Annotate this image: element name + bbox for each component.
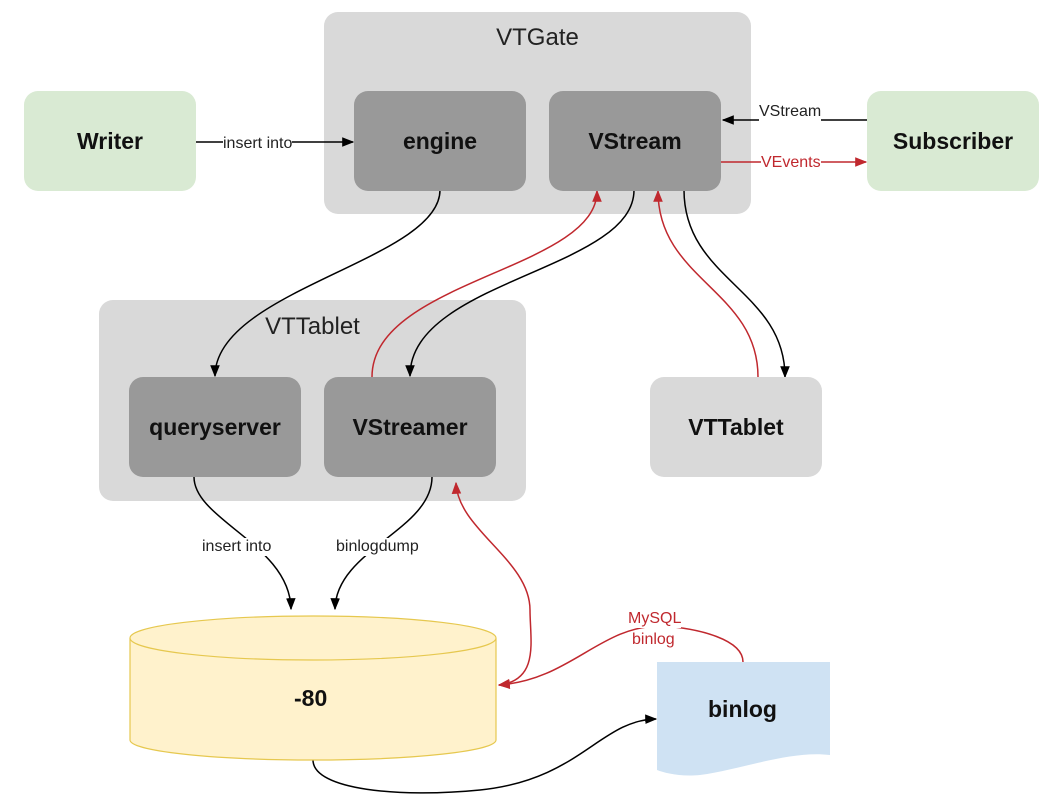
edge-label-mysql-binlog: binlog <box>632 631 675 649</box>
writer-node[interactable]: Writer <box>24 91 196 191</box>
edge-label-writer-insert: insert into <box>223 135 293 153</box>
subscriber-node[interactable]: Subscriber <box>867 91 1039 191</box>
edge-vstream-vstreamer <box>405 189 635 378</box>
binlog-label: binlog <box>708 696 777 722</box>
engine-node[interactable]: engine <box>354 91 526 191</box>
edge-label-mysql: MySQL <box>628 610 682 628</box>
edge-label-vstream-request: VStream <box>759 103 822 121</box>
shard-database <box>129 615 497 761</box>
queryserver-node[interactable]: queryserver <box>129 377 301 477</box>
edge-shard-binlog <box>312 714 658 794</box>
edge-vttablet-vstream <box>653 189 759 378</box>
vtgate-title: VTGate <box>496 24 579 51</box>
vstreamer-node[interactable]: VStreamer <box>324 377 496 477</box>
edge-shard-vstreamer <box>451 481 532 689</box>
binlog-document <box>657 662 830 776</box>
edge-label-vevents: VEvents <box>761 154 821 172</box>
vttablet-node[interactable]: VTTablet <box>650 377 822 477</box>
edge-engine-queryserver <box>210 189 441 378</box>
edge-label-queryserver-insert: insert into <box>202 538 272 556</box>
edge-label-binlogdump: binlogdump <box>336 538 419 556</box>
edge-vstream-vttablet <box>683 189 790 379</box>
vstream-node[interactable]: VStream <box>549 91 721 191</box>
shard-label: -80 <box>294 685 328 711</box>
vttablet-group-title: VTTablet <box>265 313 360 340</box>
edge-queryserver-shard <box>193 476 296 611</box>
edge-vstreamer-vstream <box>371 189 602 378</box>
